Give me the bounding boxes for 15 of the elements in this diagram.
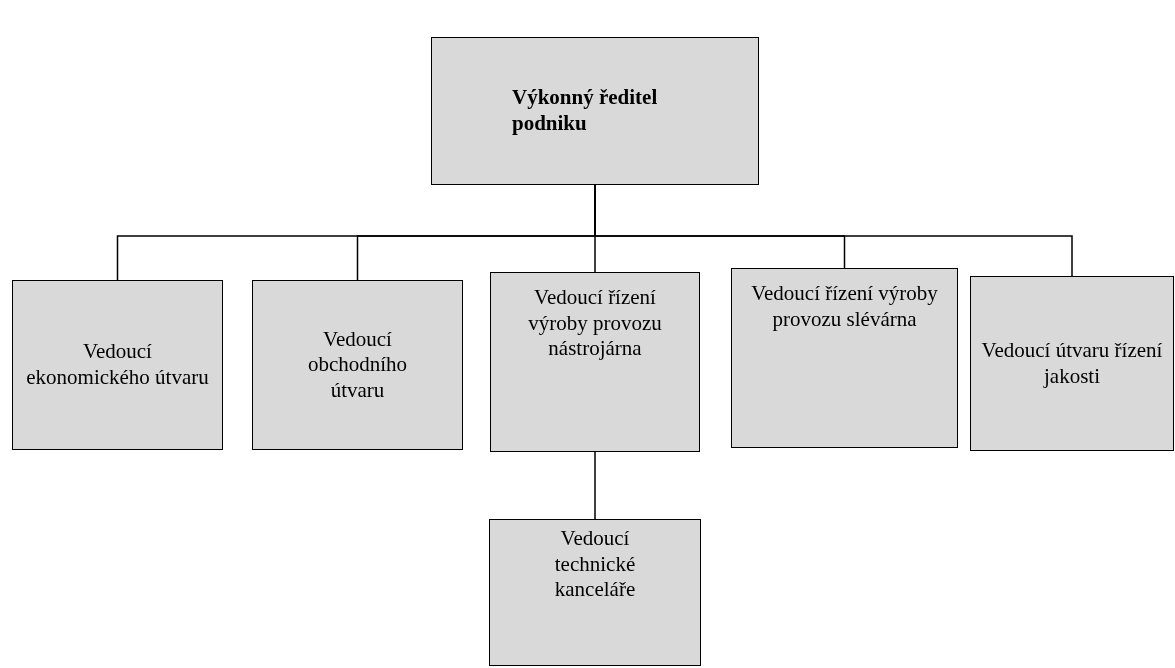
department-box bbox=[970, 276, 1174, 451]
department-box bbox=[12, 280, 223, 450]
box-label: Vedoucí řízení výroby provozu slévárna bbox=[750, 281, 939, 333]
box-label: Vedoucí útvaru řízení jakosti bbox=[980, 337, 1164, 390]
box-label: Výkonný ředitel podniku bbox=[512, 85, 659, 137]
department-box bbox=[252, 280, 463, 450]
box-label: Vedoucí technické kanceláře bbox=[553, 526, 637, 603]
department-box bbox=[490, 272, 700, 452]
department-box bbox=[489, 519, 701, 666]
box-label: Vedoucí ekonomického útvaru bbox=[25, 339, 210, 391]
box-label: Vedoucí řízení výroby provozu nástrojárna bbox=[527, 285, 663, 362]
connector-line bbox=[594, 451, 596, 520]
director-box bbox=[431, 37, 759, 185]
box-label: Vedoucí obchodního útvaru bbox=[306, 326, 409, 404]
department-box bbox=[731, 268, 958, 448]
